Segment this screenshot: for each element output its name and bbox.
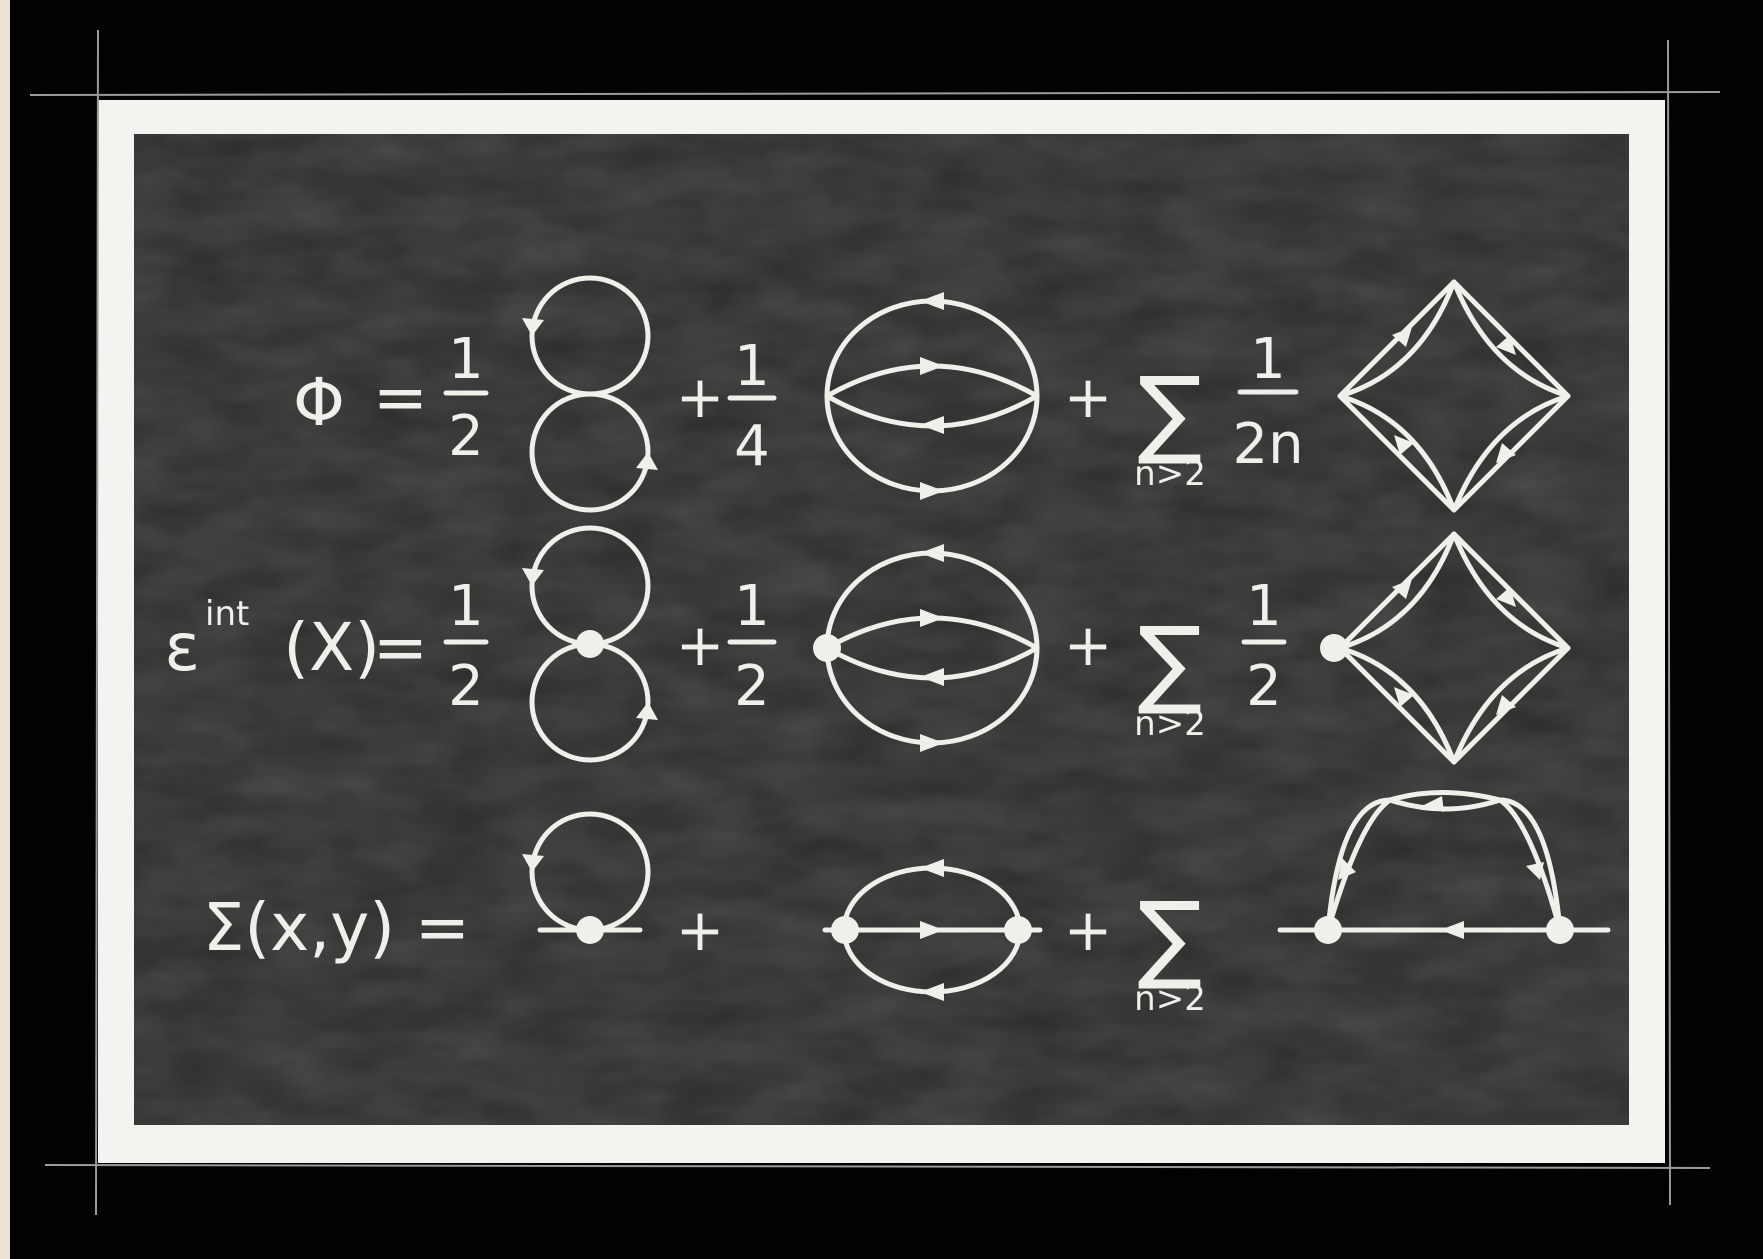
sunset-diagram — [822, 859, 1043, 1001]
plus-sign: + — [1064, 896, 1113, 964]
superscript-int: int — [205, 594, 249, 634]
svg-text:1: 1 — [448, 327, 484, 392]
summation-symbol: ∑ — [1138, 606, 1203, 718]
summation-subscript: n>2 — [1134, 454, 1206, 494]
svg-text:1: 1 — [1246, 574, 1282, 639]
fraction-1-2: 1 2 — [443, 327, 489, 469]
equals-sign: = — [415, 889, 470, 966]
frame-sketch-lines — [29, 29, 1721, 1216]
summation-symbol: ∑ — [1138, 356, 1203, 468]
svg-text:1: 1 — [448, 574, 484, 639]
row-energy: ε int (X) = 1 2 + 1 2 — [164, 525, 1571, 765]
ring-diagram — [1337, 279, 1571, 513]
svg-text:2: 2 — [448, 404, 484, 469]
plus-sign: + — [676, 611, 725, 679]
figure-eight-vertex-diagram — [522, 525, 658, 763]
svg-text:2: 2 — [1246, 654, 1282, 719]
arch-diagram — [1277, 790, 1611, 944]
fraction-1-4: 1 4 — [727, 334, 777, 479]
row-self-energy: Σ(x,y) = + + ∑ n>2 — [203, 790, 1611, 1019]
svg-text:2: 2 — [448, 654, 484, 719]
svg-text:4: 4 — [734, 414, 770, 479]
plus-sign: + — [676, 896, 725, 964]
svg-text:2n: 2n — [1232, 412, 1303, 477]
fraction-1-2: 1 2 — [727, 574, 777, 719]
tadpole-diagram — [522, 811, 651, 944]
equals-sign: = — [373, 359, 428, 436]
svg-text:2: 2 — [734, 654, 770, 719]
melon-vertex-diagram — [813, 544, 1040, 752]
fraction-1-2: 1 2 — [443, 574, 489, 719]
svg-text:1: 1 — [734, 334, 770, 399]
phi-symbol: Φ — [293, 364, 345, 441]
plus-sign: + — [1064, 611, 1113, 679]
self-energy-label: Σ(x,y) — [203, 889, 395, 966]
row-phi: Φ = 1 2 + 1 4 — [293, 275, 1571, 513]
plus-sign: + — [676, 363, 725, 431]
plus-sign: + — [1064, 363, 1113, 431]
ring-vertex-diagram — [1320, 531, 1571, 765]
summation-subscript: n>2 — [1134, 979, 1206, 1019]
equals-sign: = — [373, 609, 428, 686]
svg-text:1: 1 — [1250, 327, 1286, 392]
summation-symbol: ∑ — [1138, 881, 1203, 993]
melon-diagram — [824, 292, 1040, 500]
svg-text:1: 1 — [734, 574, 770, 639]
fraction-1-2: 1 2 — [1241, 574, 1287, 719]
epsilon-symbol: ε — [164, 609, 200, 686]
summation-subscript: n>2 — [1134, 704, 1206, 744]
argument-x: (X) — [283, 609, 380, 686]
fraction-1-2n: 1 2n — [1232, 327, 1303, 477]
figure-eight-diagram — [522, 275, 658, 513]
